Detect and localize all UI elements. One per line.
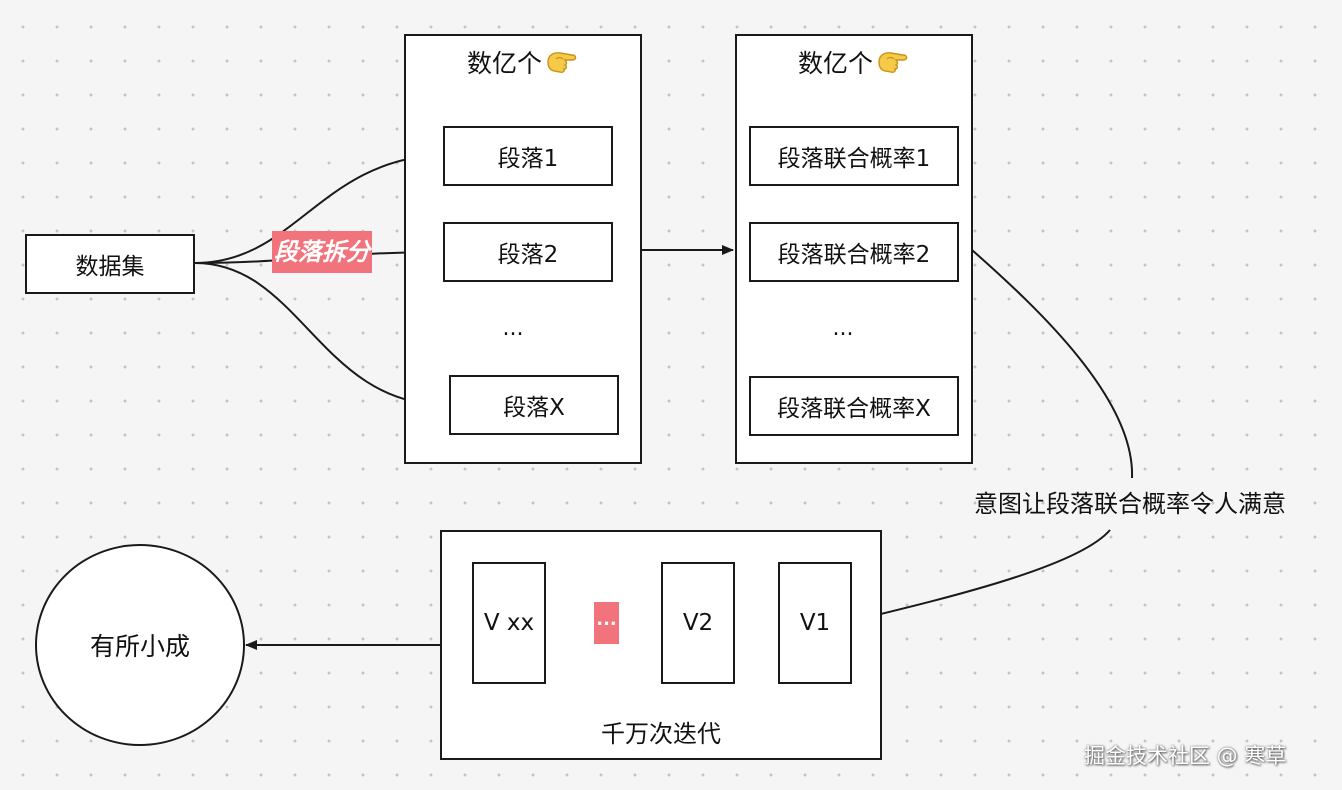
paragraph-1[interactable]: 段落1 [443, 126, 613, 186]
probability-group-title: 数亿个 [735, 44, 973, 80]
pinching-hand-icon [878, 52, 908, 73]
paragraph-group-title: 数亿个 [404, 44, 642, 80]
version-2[interactable]: V2 [661, 562, 735, 684]
probability-2[interactable]: 段落联合概率2 [749, 222, 959, 282]
edge-group2-intent [971, 249, 1134, 479]
split-tag: 段落拆分 [272, 231, 372, 273]
edge-intent-v1 [855, 529, 1111, 623]
paragraph-x[interactable]: 段落X [449, 375, 619, 435]
pinching-hand-icon [547, 52, 577, 73]
probability-x[interactable]: 段落联合概率X [749, 376, 959, 436]
paragraph-ellipsis: ... [502, 316, 524, 341]
intent-label: 意图让段落联合概率令人满意 [974, 490, 1286, 518]
probability-ellipsis: ... [832, 316, 854, 341]
probability-1[interactable]: 段落联合概率1 [749, 126, 959, 186]
result-node[interactable]: 有所小成 [35, 544, 245, 746]
iterations-label: 千万次迭代 [601, 720, 721, 748]
version-xx[interactable]: V xx [472, 562, 546, 684]
watermark: 掘金技术社区 @ 寒草 [1084, 744, 1287, 768]
version-1[interactable]: V1 [778, 562, 852, 684]
version-ellipsis: ... [594, 602, 619, 644]
paragraph-2[interactable]: 段落2 [443, 222, 613, 282]
dataset-node[interactable]: 数据集 [25, 234, 195, 294]
edge-dataset-para1 [194, 150, 441, 264]
dataset-label: 数据集 [75, 254, 145, 280]
edge-dataset-parax [194, 262, 447, 410]
